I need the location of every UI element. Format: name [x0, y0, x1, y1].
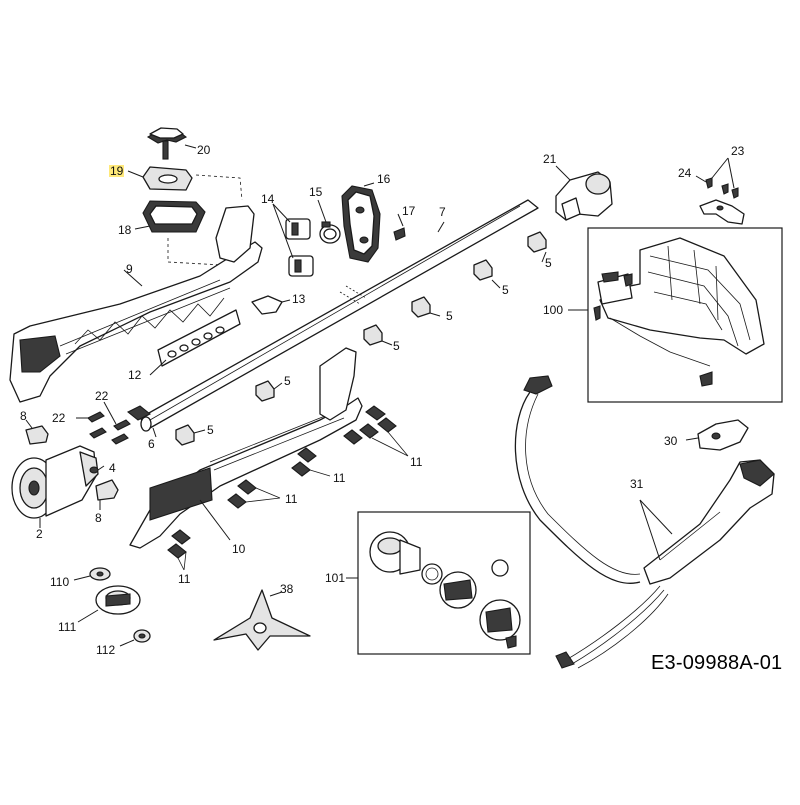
- callout-19: 19: [109, 164, 125, 178]
- callout-101: 101: [325, 571, 346, 585]
- callout-8a: 8: [20, 409, 27, 423]
- callout-7: 7: [439, 205, 446, 219]
- part-8-blocks: [25, 419, 119, 510]
- callout-2: 2: [36, 527, 43, 541]
- callout-5b: 5: [502, 283, 509, 297]
- part-101-box: [357, 511, 531, 655]
- part-11-screws: [167, 405, 409, 571]
- callout-5f: 5: [207, 423, 214, 437]
- part-6-flex-shaft: [126, 205, 521, 438]
- part-20-knob: [146, 127, 197, 160]
- part-4-washer: [89, 465, 105, 474]
- part-30-bracket: [685, 419, 749, 451]
- callout-5c: 5: [446, 309, 453, 323]
- callout-15: 15: [309, 185, 323, 199]
- callout-11c: 11: [285, 492, 298, 506]
- part-13-plate: [251, 295, 291, 315]
- callout-17: 17: [402, 204, 416, 218]
- part-111-cup: [77, 585, 141, 623]
- part-14-dampers: [272, 203, 314, 277]
- part-15-clamp-ring: [317, 199, 341, 244]
- callout-23: 23: [731, 144, 745, 158]
- callout-9: 9: [126, 262, 133, 276]
- callout-38: 38: [280, 582, 294, 596]
- callout-13: 13: [292, 292, 306, 306]
- part-100-box: [587, 227, 783, 403]
- part-16-handle-bracket: [341, 182, 381, 263]
- callout-5a: 5: [545, 256, 552, 270]
- callout-31: 31: [630, 477, 644, 491]
- callout-11a: 11: [410, 455, 423, 469]
- part-2-gearbox: [11, 445, 99, 528]
- callout-4: 4: [109, 461, 116, 475]
- part-23-24-clip: [695, 157, 745, 225]
- callout-20: 20: [197, 143, 211, 157]
- callout-111: 111: [58, 620, 77, 634]
- part-7-shaft-tube: [139, 199, 539, 432]
- part-17-screw: [393, 213, 406, 241]
- part-21-gear-head: [555, 165, 613, 221]
- part-19-clamp-cap: [127, 166, 193, 191]
- callout-24: 24: [678, 166, 692, 180]
- callout-14: 14: [261, 192, 275, 206]
- callout-16: 16: [377, 172, 391, 186]
- part-31-handle: [514, 375, 775, 669]
- callout-30: 30: [664, 434, 678, 448]
- callout-11d: 11: [178, 572, 191, 586]
- part-101-trimmer-head: [346, 531, 521, 649]
- callout-12: 12: [128, 368, 142, 382]
- callout-112: 112: [96, 643, 116, 657]
- callout-10: 10: [232, 542, 246, 556]
- callout-22b: 22: [52, 411, 66, 425]
- part-38-blade: [213, 589, 311, 651]
- part-9-upper-housing: [9, 205, 263, 403]
- callout-6: 6: [148, 437, 155, 451]
- part-12-rail: [149, 309, 241, 376]
- callout-5e: 5: [284, 374, 291, 388]
- callout-21: 21: [543, 152, 557, 166]
- part-100-guard: [568, 237, 765, 387]
- callout-11b: 11: [333, 471, 346, 485]
- part-110-washer: [73, 567, 111, 581]
- part-5-bushings: [175, 231, 547, 446]
- part-18-clamp-base: [134, 200, 206, 233]
- part-22-screws: [76, 401, 131, 445]
- part-10-lower-housing: [129, 347, 363, 549]
- drawing-code: E3-09988A-01: [651, 652, 783, 674]
- callout-110: 110: [50, 575, 70, 589]
- callout-100: 100: [543, 303, 564, 317]
- callout-22a: 22: [95, 389, 109, 403]
- callout-18: 18: [118, 223, 132, 237]
- callout-8b: 8: [95, 511, 102, 525]
- part-112-nut: [119, 629, 151, 647]
- callout-5d: 5: [393, 339, 400, 353]
